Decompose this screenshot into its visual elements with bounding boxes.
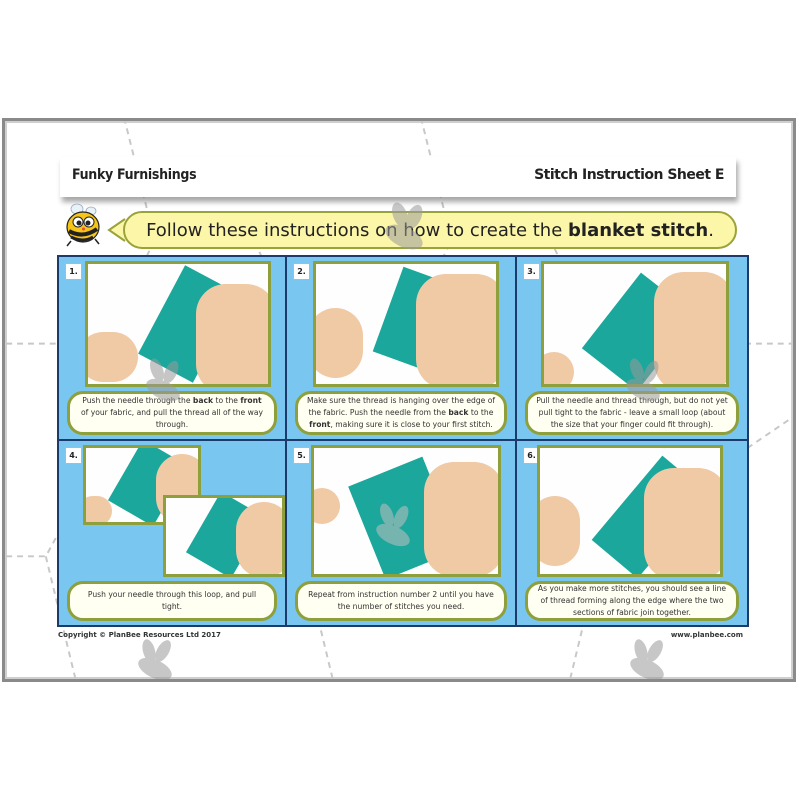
step-cell-6: 6. As you make more stitches, you should… [517, 441, 747, 625]
step-number: 3. [523, 263, 540, 280]
hand [236, 502, 282, 574]
hand [544, 352, 574, 384]
hand [644, 468, 720, 574]
hand [316, 308, 363, 378]
step-cell-3: 3. Pull the needle and thread through, b… [517, 257, 747, 439]
step-number: 1. [65, 263, 82, 280]
step-cell-2: 2. Make sure the thread is hanging over … [287, 257, 515, 439]
step-caption: Push your needle through this loop, and … [67, 581, 277, 621]
worksheet-page: Funky Furnishings Stitch Instruction She… [2, 118, 796, 682]
step-caption: Make sure the thread is hanging over the… [295, 391, 507, 435]
watermark-bee-icon [376, 503, 410, 547]
step-photo [537, 445, 723, 577]
copyright-text: Copyright © PlanBee Resources Ltd 2017 [58, 631, 221, 639]
watermark-bee-icon [630, 639, 664, 679]
step-caption: As you make more stitches, you should se… [525, 581, 739, 621]
step-caption: Pull the needle and thread through, but … [525, 391, 739, 435]
steps-grid: 1. Push the needle through the back to t… [57, 255, 749, 627]
step-cell-1: 1. Push the needle through the back to t… [59, 257, 285, 439]
step-cell-4: 4. Push your needle through this loop, a… [59, 441, 285, 625]
grid-divider [515, 257, 517, 625]
hand [314, 488, 340, 524]
hand [88, 332, 138, 382]
banner-text: Follow these instructions on how to crea… [146, 220, 714, 241]
step-number: 4. [65, 447, 82, 464]
sheet-title: Stitch Instruction Sheet E [534, 167, 724, 183]
hand [424, 462, 498, 574]
grid-divider [285, 257, 287, 625]
watermark-bee-icon [626, 358, 660, 402]
grid-divider [59, 439, 747, 441]
unit-title: Funky Furnishings [72, 167, 197, 183]
step-number: 5. [293, 447, 310, 464]
step-caption: Repeat from instruction number 2 until y… [295, 581, 507, 621]
hand [416, 274, 496, 384]
watermark-bee-icon [146, 358, 180, 402]
website-link[interactable]: www.planbee.com [670, 631, 743, 639]
hand [540, 496, 580, 566]
step-photo-b [163, 495, 285, 577]
header-bar: Funky Furnishings Stitch Instruction She… [60, 157, 736, 197]
speech-bubble-tail [107, 218, 126, 242]
watermark-bee-icon [385, 202, 423, 250]
step-number: 2. [293, 263, 310, 280]
hand [654, 272, 726, 384]
step-photo [313, 261, 499, 387]
instruction-banner: Follow these instructions on how to crea… [123, 211, 737, 249]
watermark-bee-icon [138, 639, 172, 679]
bee-mascot-icon [66, 203, 100, 247]
hand [86, 496, 112, 522]
hand [196, 284, 268, 384]
